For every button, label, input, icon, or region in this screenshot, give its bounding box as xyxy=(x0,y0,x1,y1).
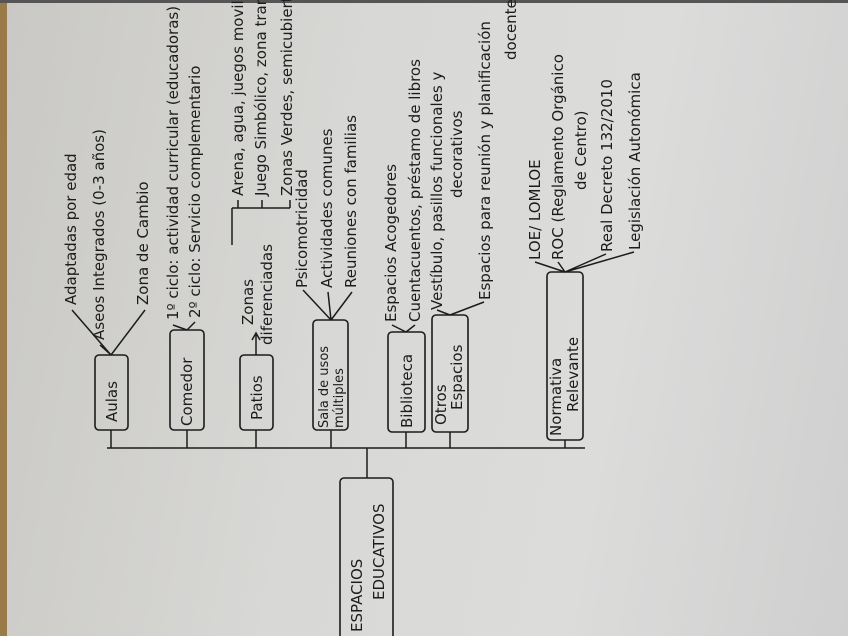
patios-box xyxy=(239,354,274,431)
leaf: diferenciadas xyxy=(258,244,276,345)
leaf: Cuentacuentos, préstamo de libros xyxy=(406,59,424,322)
sala-box xyxy=(312,319,349,431)
leaf: Aseos Integrados (0-3 años) xyxy=(90,129,108,340)
leaf: Legislación Autonómica xyxy=(626,72,644,250)
leaf: docente. xyxy=(502,0,520,60)
leaf: Psicomotricidad xyxy=(293,169,311,288)
leaf: Vestíbulo, pasillos funcionales y xyxy=(428,72,446,310)
leaf: Zonas xyxy=(239,279,257,325)
leaf: de Centro) xyxy=(572,111,590,190)
leaf: Actividades comunes xyxy=(318,128,336,288)
normativa-label-2: Relevante xyxy=(564,337,582,412)
root-label-2: EDUCATIVOS xyxy=(370,504,388,601)
normativa-box xyxy=(546,271,584,441)
biblioteca-label: Biblioteca xyxy=(398,354,416,428)
comedor-label: Comedor xyxy=(178,357,196,426)
leaf: Zona de Cambio xyxy=(134,181,152,305)
leaf: Zonas Verdes, semicubiertas xyxy=(278,0,296,196)
sala-label-2: múltiples xyxy=(332,368,347,428)
leaf: Adaptadas por edad xyxy=(62,153,80,305)
otros-box xyxy=(431,314,469,433)
top-edge xyxy=(0,0,848,3)
leaf: Reuniones con familias xyxy=(342,115,360,288)
leaf: Espacios Acogedores xyxy=(382,164,400,322)
root-box xyxy=(339,477,394,636)
leaf: Juego Simbólico, zona tranquila xyxy=(252,0,270,197)
aulas-box xyxy=(94,354,129,431)
otros-label-1: Otros xyxy=(432,384,450,425)
paper-edge xyxy=(0,0,7,636)
sala-label-1: Sala de usos xyxy=(317,346,332,428)
root-label-1: ESPACIOS xyxy=(348,559,366,632)
otros-label-2: Espacios xyxy=(448,344,466,410)
leaf: Arena, agua, juegos moviles xyxy=(229,0,247,196)
leaf: Real Decreto 132/2010 xyxy=(598,79,616,252)
leaf: LOE/ LOMLOE xyxy=(526,159,544,260)
leaf: decorativos xyxy=(448,110,466,198)
biblioteca-box xyxy=(387,331,426,433)
leaf: ROC (Reglamento Orgánico xyxy=(549,54,567,260)
normativa-label-1: Normativa xyxy=(547,358,565,436)
leaf: Espacios para reunión y planificación xyxy=(476,21,494,300)
leaf: 1º ciclo: actividad curricular (educador… xyxy=(164,6,182,320)
connectors xyxy=(71,200,635,478)
patios-label: Patios xyxy=(248,375,266,420)
aulas-label: Aulas xyxy=(103,381,121,422)
comedor-box xyxy=(169,329,205,431)
leaf: 2º ciclo: Servicio complementario xyxy=(186,66,204,318)
